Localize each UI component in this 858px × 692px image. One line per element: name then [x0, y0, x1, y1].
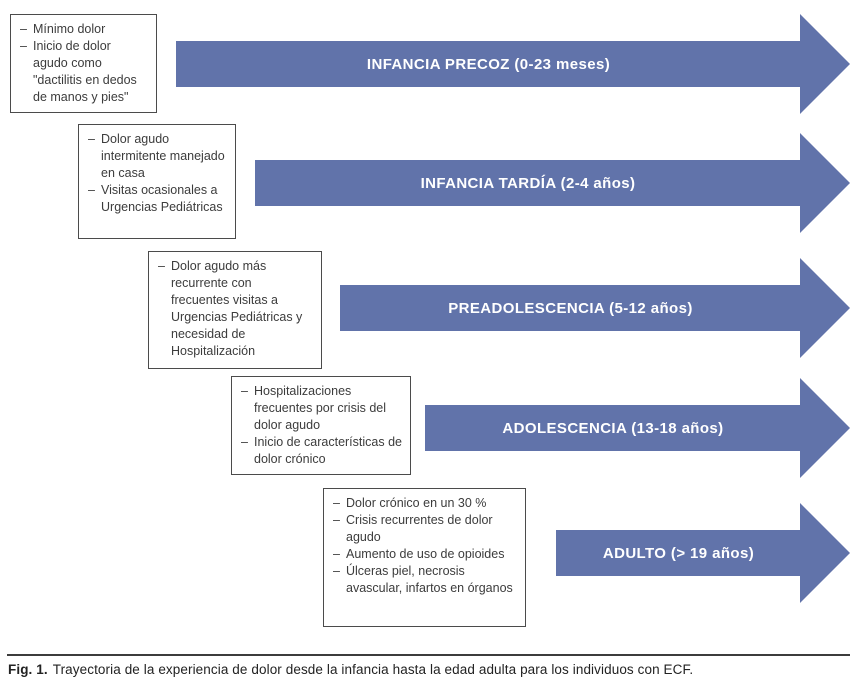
- note-text: Inicio de características de dolor cróni…: [254, 435, 402, 466]
- figure-caption-text: Trayectoria de la experiencia de dolor d…: [52, 662, 694, 677]
- bullet-dash: –: [20, 22, 27, 36]
- note-item: – Dolor agudo más recurrente con frecuen…: [158, 258, 313, 360]
- note-text: Dolor agudo más recurrente con frecuente…: [171, 259, 303, 358]
- bullet-dash: –: [88, 183, 95, 197]
- note-text: Úlceras piel, necrosis avascular, infart…: [346, 564, 513, 595]
- bullet-dash: –: [333, 564, 340, 578]
- notes-box-adolescencia: – Hospitalizaciones frecuentes por crisi…: [231, 376, 411, 475]
- stage-arrow-label: INFANCIA PRECOZ (0-23 meses): [366, 55, 611, 73]
- bullet-dash: –: [88, 132, 95, 146]
- caption-divider: [7, 654, 850, 656]
- note-text: Crisis recurrentes de dolor agudo: [346, 513, 493, 544]
- stage-arrow-adolescencia: ADOLESCENCIA (13-18 años): [425, 378, 850, 478]
- note-text: Mínimo dolor: [33, 22, 106, 36]
- stage-arrow-label: ADULTO (> 19 años): [602, 544, 755, 562]
- bullet-dash: –: [241, 435, 248, 449]
- notes-box-infancia-tardia: – Dolor agudo intermitente manejado en c…: [78, 124, 236, 239]
- note-item: – Dolor crónico en un 30 %: [333, 495, 517, 512]
- notes-box-preadolescencia: – Dolor agudo más recurrente con frecuen…: [148, 251, 322, 369]
- note-text: Visitas ocasionales a Urgencias Pediátri…: [101, 183, 223, 214]
- stage-arrow-infancia-precoz: INFANCIA PRECOZ (0-23 meses): [176, 14, 850, 114]
- note-item: – Crisis recurrentes de dolor agudo: [333, 512, 517, 546]
- note-item: – Úlceras piel, necrosis avascular, infa…: [333, 563, 517, 597]
- arrow-head-icon: [800, 378, 850, 478]
- stage-arrow-label: ADOLESCENCIA (13-18 años): [502, 419, 724, 437]
- note-item: – Hospitalizaciones frecuentes por crisi…: [241, 383, 402, 434]
- note-item: – Aumento de uso de opioides: [333, 546, 517, 563]
- stage-arrow-label: INFANCIA TARDÍA (2-4 años): [420, 174, 636, 192]
- stage-arrow-label: PREADOLESCENCIA (5-12 años): [448, 299, 693, 317]
- note-text: Hospitalizaciones frecuentes por crisis …: [254, 384, 387, 432]
- note-text: Dolor crónico en un 30 %: [346, 496, 487, 510]
- bullet-dash: –: [333, 513, 340, 527]
- note-item: – Visitas ocasionales a Urgencias Pediát…: [88, 182, 227, 216]
- note-item: – Dolor agudo intermitente manejado en c…: [88, 131, 227, 182]
- arrow-shaft: [425, 405, 801, 451]
- notes-box-infancia-precoz: – Mínimo dolor – Inicio de dolor agudo c…: [10, 14, 157, 113]
- note-item: – Inicio de características de dolor cró…: [241, 434, 402, 468]
- note-text: Inicio de dolor agudo como "dactilitis e…: [33, 39, 137, 104]
- arrow-head-icon: [800, 258, 850, 358]
- arrow-head-icon: [800, 133, 850, 233]
- arrow-shaft: [176, 41, 801, 87]
- note-item: – Mínimo dolor: [20, 21, 148, 38]
- arrow-shaft: [556, 530, 801, 576]
- stage-arrow-adulto: ADULTO (> 19 años): [556, 503, 850, 603]
- note-text: Aumento de uso de opioides: [346, 547, 505, 561]
- bullet-dash: –: [333, 496, 340, 510]
- figure-caption: Fig. 1. Trayectoria de la experiencia de …: [8, 662, 693, 677]
- note-text: Dolor agudo intermitente manejado en cas…: [101, 132, 225, 180]
- bullet-dash: –: [241, 384, 248, 398]
- bullet-dash: –: [158, 259, 165, 273]
- figure-caption-label: Fig. 1.: [8, 662, 48, 677]
- arrow-head-icon: [800, 14, 850, 114]
- notes-box-adulto: – Dolor crónico en un 30 % – Crisis recu…: [323, 488, 526, 627]
- note-item: – Inicio de dolor agudo como "dactilitis…: [20, 38, 148, 106]
- arrow-shaft: [340, 285, 801, 331]
- arrow-head-icon: [800, 503, 850, 603]
- arrow-shaft: [255, 160, 801, 206]
- bullet-dash: –: [333, 547, 340, 561]
- stage-arrow-infancia-tardia: INFANCIA TARDÍA (2-4 años): [255, 133, 850, 233]
- bullet-dash: –: [20, 39, 27, 53]
- stage-arrow-preadolescencia: PREADOLESCENCIA (5-12 años): [340, 258, 850, 358]
